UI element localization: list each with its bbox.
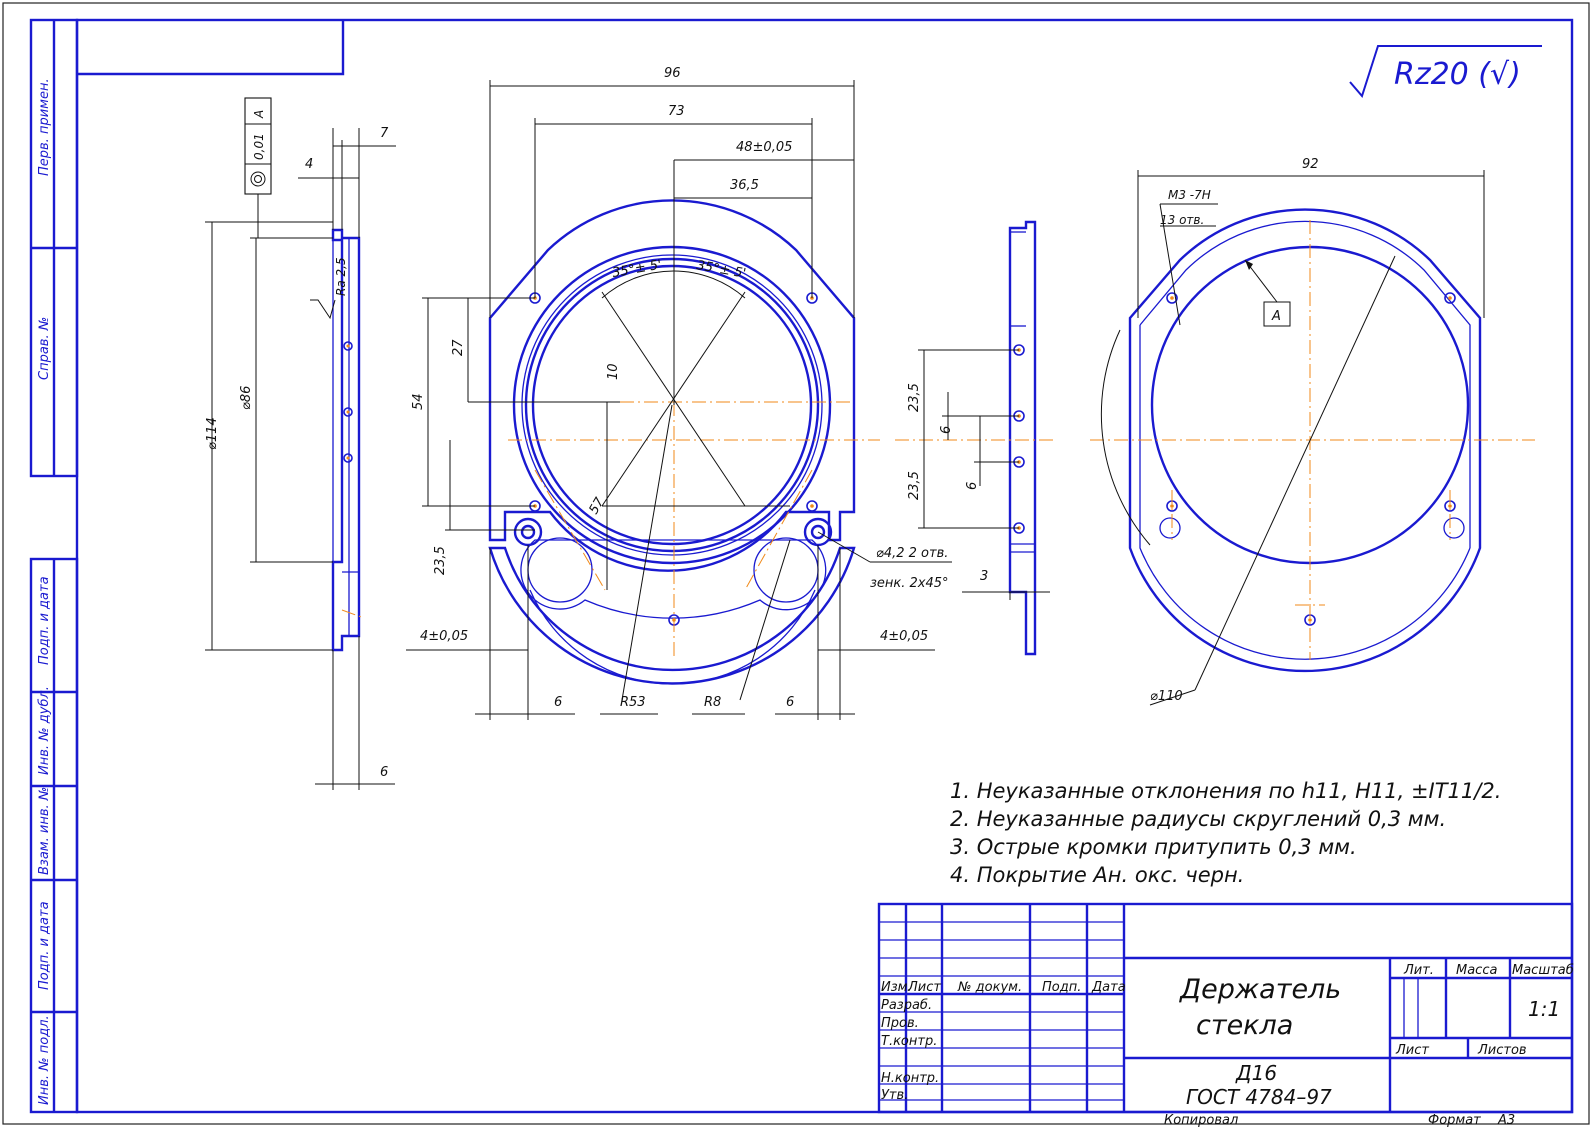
side-strip: Перв. примен. Справ. № Подп. и дата Инв.… [29, 18, 79, 1114]
tolerance-base: A [252, 110, 266, 119]
note-2: 2. Неуказанные радиусы скруглений 0,3 мм… [950, 807, 1446, 831]
dim-57: 57 [586, 495, 608, 517]
dim-d114: ⌀114 [205, 417, 220, 450]
dim-48: 48±0,05 [736, 140, 792, 155]
roughness-symbol: Rz20 (√) [1349, 45, 1542, 99]
thread-count: 13 отв. [1160, 213, 1204, 227]
tb-col-list: Лист [907, 980, 941, 995]
tb-masshtab: Масштаб [1512, 963, 1574, 978]
tb-scale-value: 1:1 [1528, 997, 1560, 1021]
tolerance-value: 0,01 [252, 133, 266, 160]
strip-label-inv-dubl: Инв. № дубл. [37, 686, 52, 775]
tb-title-line2: стекла [1196, 1010, 1293, 1041]
tb-col-data: Дата [1091, 980, 1126, 995]
side-dim-23-5-top: 23,5 [907, 383, 922, 412]
tb-col-podp: Подп. [1042, 980, 1081, 995]
dim-r8: R8 [704, 695, 721, 710]
tb-listov: Листов [1477, 1043, 1527, 1058]
side-dim-23-5-bottom: 23,5 [907, 471, 922, 500]
tb-row-prov: Пров. [881, 1016, 919, 1031]
note-3: 3. Острые кромки притупить 0,3 мм. [950, 835, 1357, 859]
tb-list: Лист [1395, 1043, 1429, 1058]
tb-title-line1: Держатель [1179, 974, 1341, 1005]
strip-label-vzam: Взам. инв. № [37, 787, 52, 875]
top-left-box [77, 20, 345, 76]
technical-notes: 1. Неуказанные отклонения по h11, H11, ±… [950, 779, 1501, 887]
side-dim-6-top: 6 [939, 426, 954, 434]
strip-label-podp1: Подп. и дата [37, 576, 52, 665]
strip-label-perv: Перв. примен. [37, 78, 52, 176]
hole-note-2: зенк. 2x45° [870, 576, 949, 591]
tb-row-razrab: Разраб. [881, 998, 932, 1013]
front-view: 96 73 48±0,05 36,5 35°± 5' 35°± 5' 27 54… [406, 66, 952, 720]
dim-4-left: 4±0,05 [420, 629, 468, 644]
dim-73: 73 [668, 104, 685, 119]
dim-10: 10 [606, 363, 621, 380]
rear-view: 92 M3 -7H 13 отв. ⌀110 A [1090, 157, 1535, 706]
tb-material-line2: ГОСТ 4784–97 [1186, 1085, 1332, 1109]
rear-dim-92: 92 [1302, 157, 1319, 172]
tb-material-line1: Д16 [1235, 1061, 1277, 1085]
side-dim-3: 3 [980, 569, 988, 584]
tb-col-izm: Изм. [881, 980, 912, 995]
dim-7: 7 [380, 126, 389, 141]
note-4: 4. Покрытие Ан. окс. черн. [950, 863, 1244, 887]
tb-massa: Масса [1456, 963, 1497, 978]
dim-23-5-front: 23,5 [433, 546, 448, 575]
strip-label-podp2: Подп. и дата [37, 901, 52, 990]
side-dim-6-bottom: 6 [965, 482, 980, 490]
thread-note: M3 -7H [1168, 188, 1211, 202]
base-label-a: A [1271, 309, 1281, 324]
dim-27: 27 [451, 339, 466, 356]
tb-format-value: A3 [1497, 1113, 1515, 1127]
dim-6-right: 6 [786, 695, 794, 710]
side-view-left: ⌀114 ⌀86 Ra 2,5 7 4 6 0,01 A [205, 97, 396, 790]
title-block: Изм. Лист № докум. Подп. Дата Разраб. Пр… [877, 902, 1574, 1127]
strip-label-sprav: Справ. № [37, 317, 52, 380]
dim-54: 54 [411, 393, 426, 410]
dim-4: 4 [305, 157, 313, 172]
dim-36-5: 36,5 [730, 178, 759, 193]
note-1: 1. Неуказанные отклонения по h11, H11, ±… [950, 779, 1501, 803]
tb-row-tkontr: Т.контр. [881, 1034, 937, 1049]
tb-format: Формат [1428, 1113, 1481, 1127]
side-view-right: 23,5 23,5 6 6 3 [895, 220, 1055, 656]
strip-label-inv-podl: Инв. № подл. [37, 1015, 52, 1105]
dim-6-bottom: 6 [380, 765, 388, 780]
dim-r53: R53 [620, 695, 646, 710]
tb-row-nkontr: Н.контр. [881, 1071, 939, 1086]
drawing-frame [75, 18, 1574, 1114]
hole-note-1: ⌀4,2 2 отв. [876, 546, 948, 561]
roughness-value: Rz20 (√) [1394, 57, 1521, 92]
dim-96: 96 [664, 66, 681, 81]
tb-copied: Копировал [1164, 1113, 1238, 1127]
dim-ra: Ra 2,5 [334, 257, 348, 296]
dim-4-right: 4±0,05 [880, 629, 928, 644]
dim-d86: ⌀86 [239, 386, 254, 410]
tb-col-doc: № докум. [957, 980, 1022, 995]
rear-dim-d110: ⌀110 [1150, 689, 1183, 704]
dim-6-left: 6 [554, 695, 562, 710]
tb-row-utv: Утв. [881, 1088, 908, 1103]
tb-lit: Лит. [1403, 963, 1434, 978]
